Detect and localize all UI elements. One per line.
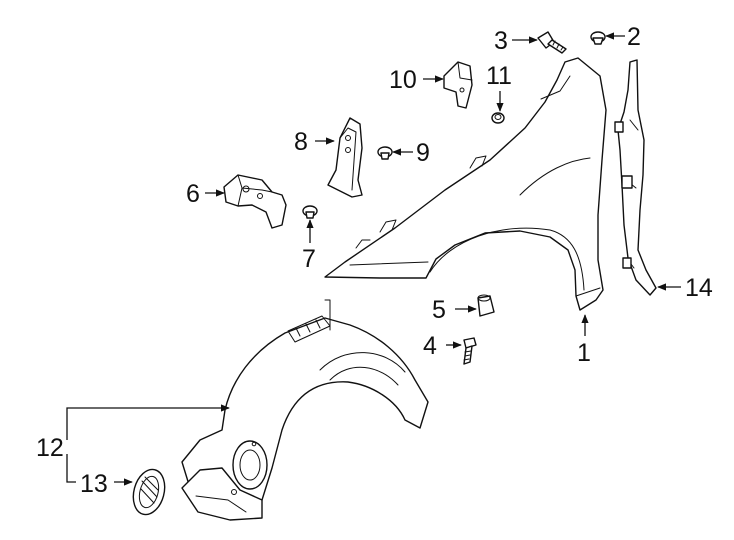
callout-13: 13	[80, 470, 108, 498]
callout-4: 4	[423, 332, 437, 360]
callout-6: 6	[186, 180, 200, 208]
callout-2: 2	[627, 23, 641, 51]
callout-8: 8	[294, 128, 308, 156]
leader-lines	[66, 32, 681, 486]
bolt-3-part	[537, 31, 567, 54]
pillar-seal-part	[614, 59, 657, 296]
nut-5-part	[477, 294, 495, 317]
callout-labels: 1 2 3 4 5 6 7 8 9 10 11 12 13 14	[36, 23, 713, 498]
fender-liner-part	[181, 299, 429, 521]
bracket-6-part	[223, 174, 287, 229]
callout-5: 5	[432, 296, 446, 324]
callout-12: 12	[36, 434, 64, 462]
fender-part	[324, 57, 607, 311]
callout-1: 1	[577, 339, 591, 367]
clip-7-part	[302, 205, 318, 219]
callout-3: 3	[494, 27, 508, 55]
nut-11-part	[491, 112, 505, 124]
clip-9-part	[377, 146, 393, 160]
clip-2-part	[590, 31, 606, 45]
callout-14: 14	[685, 274, 713, 302]
callout-10: 10	[389, 66, 417, 94]
bracket-10-part	[443, 61, 473, 109]
plug-part	[132, 468, 166, 516]
bracket-8-part	[327, 117, 363, 198]
callout-7: 7	[302, 245, 316, 273]
stud-4-part	[463, 337, 477, 365]
callout-9: 9	[416, 139, 430, 167]
callout-11: 11	[486, 62, 512, 90]
